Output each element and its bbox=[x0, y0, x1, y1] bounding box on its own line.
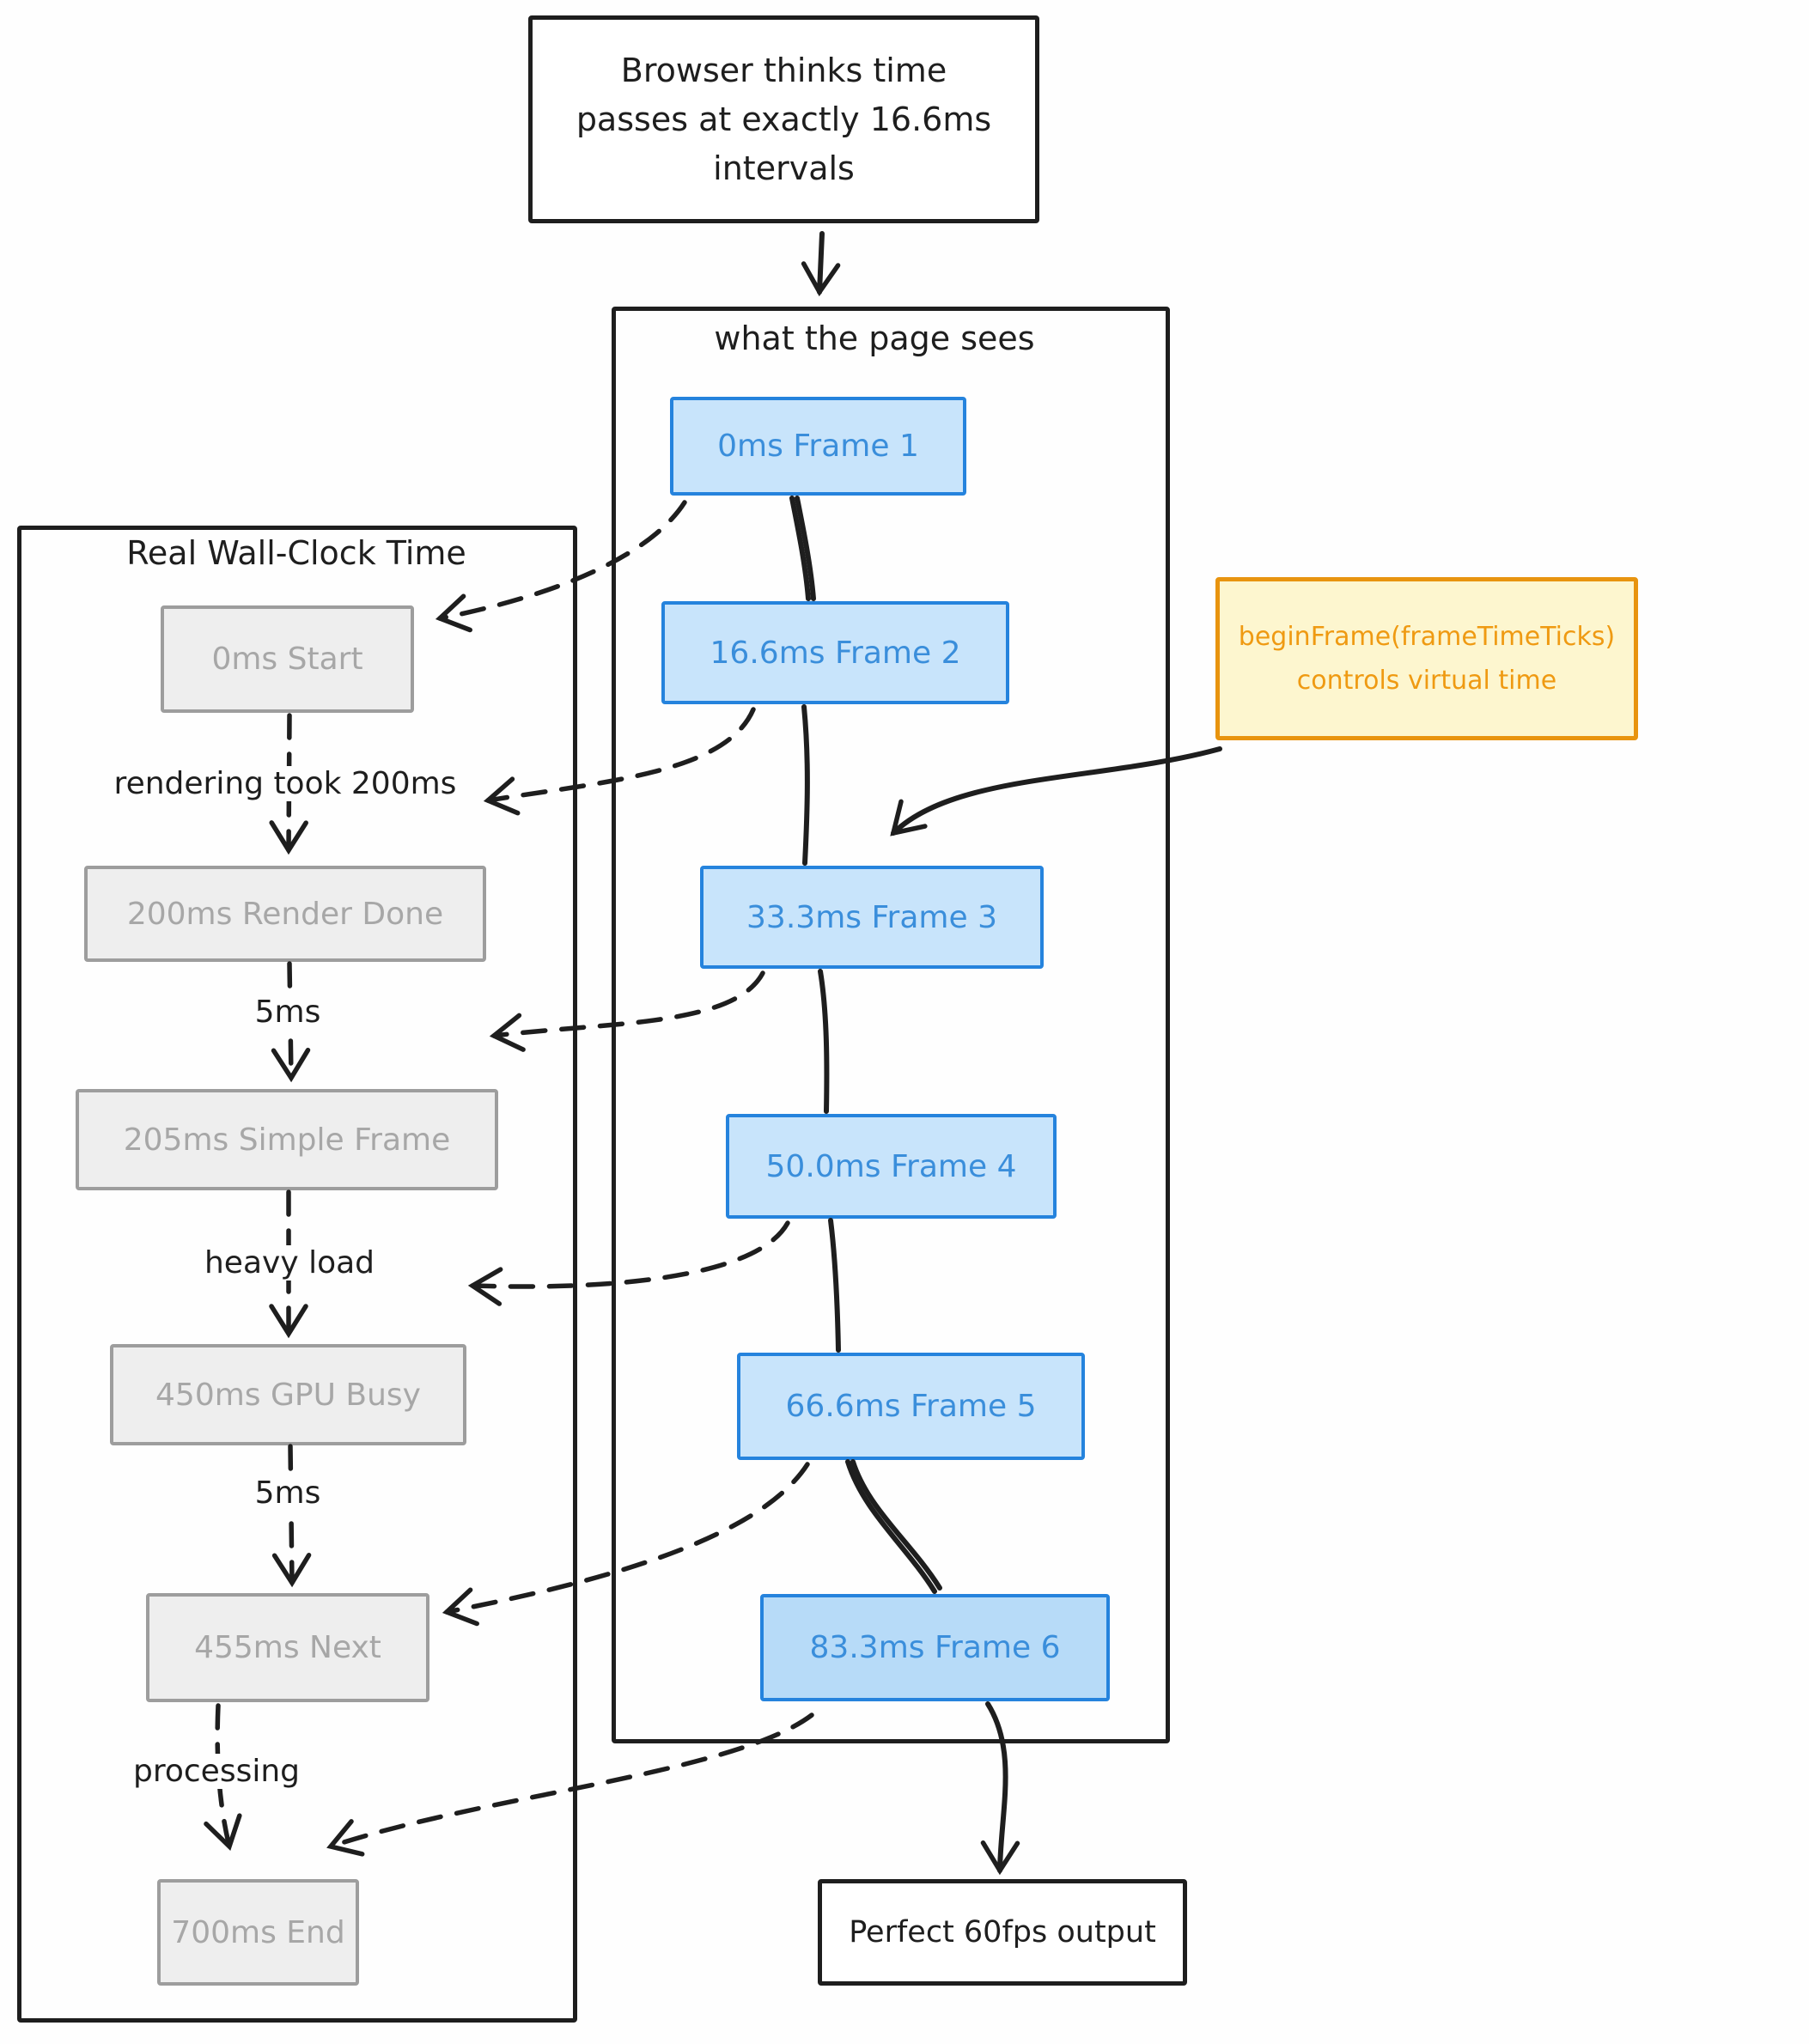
browser-time-note: Browser thinks time passes at exactly 16… bbox=[528, 15, 1039, 223]
begin-frame-note-line: controls virtual time bbox=[1296, 666, 1557, 696]
transition-label-5ms-a: 5ms bbox=[246, 995, 330, 1030]
wall-step-simple-frame-box: 205ms Simple Frame bbox=[76, 1089, 498, 1190]
frame-4-box: 50.0ms Frame 4 bbox=[726, 1114, 1057, 1219]
perfect-output-box: Perfect 60fps output bbox=[818, 1879, 1187, 1986]
wall-step-render-done-box: 200ms Render Done bbox=[84, 866, 486, 962]
transition-label-rendering: rendering took 200ms bbox=[105, 766, 466, 801]
page-sees-panel-title: what the page sees bbox=[714, 319, 1035, 357]
frame-2-box: 16.6ms Frame 2 bbox=[661, 601, 1009, 704]
wall-step-next-box: 455ms Next bbox=[146, 1593, 429, 1702]
page-sees-panel bbox=[612, 307, 1170, 1743]
wall-clock-panel-title: Real Wall-Clock Time bbox=[126, 534, 466, 572]
wall-step-gpu-busy-box: 450ms GPU Busy bbox=[110, 1344, 466, 1445]
arrow-browser-note-to-page-panel bbox=[801, 231, 841, 297]
browser-time-note-line: passes at exactly 16.6ms bbox=[576, 100, 992, 138]
frame-1-box: 0ms Frame 1 bbox=[670, 397, 966, 496]
browser-time-note-line: intervals bbox=[713, 149, 855, 187]
transition-label-5ms-b: 5ms bbox=[246, 1475, 330, 1511]
browser-time-note-line: Browser thinks time bbox=[620, 51, 947, 89]
begin-frame-note: beginFrame(frameTimeTicks) controls virt… bbox=[1215, 577, 1638, 740]
transition-label-heavy-load: heavy load bbox=[195, 1245, 384, 1281]
wall-step-start-box: 0ms Start bbox=[161, 605, 414, 713]
frame-6-box: 83.3ms Frame 6 bbox=[760, 1594, 1110, 1701]
begin-frame-note-line: beginFrame(frameTimeTicks) bbox=[1238, 622, 1616, 652]
frame-3-box: 33.3ms Frame 3 bbox=[700, 866, 1044, 969]
transition-label-processing: processing bbox=[124, 1754, 309, 1789]
wall-step-end-box: 700ms End bbox=[157, 1879, 359, 1986]
frame-5-box: 66.6ms Frame 5 bbox=[737, 1353, 1085, 1460]
